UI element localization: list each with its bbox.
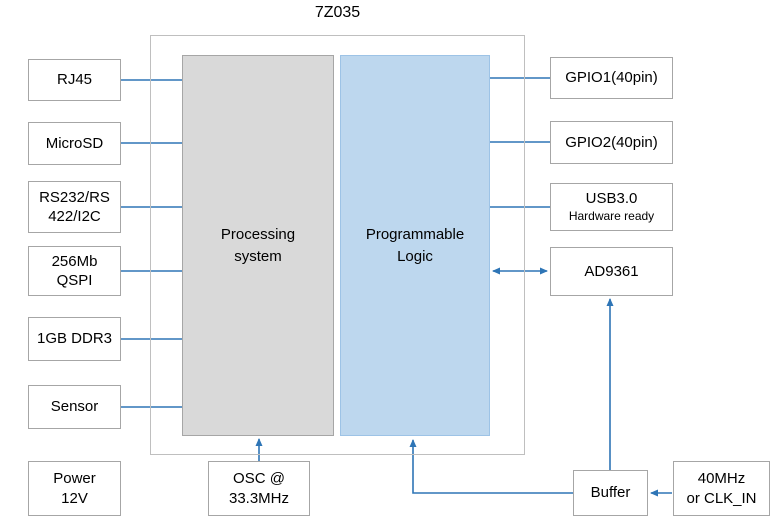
box-qspi-label: QSPI — [56, 272, 93, 289]
chip-outline — [150, 35, 525, 455]
box-ad9361: AD9361 — [550, 247, 673, 296]
box-buffer-label: Buffer — [590, 484, 631, 502]
box-buffer: Buffer — [573, 470, 648, 516]
box-usb3-sublabel: Hardware ready — [568, 208, 655, 223]
box-rj45: RJ45 — [28, 59, 121, 101]
box-rs232-label: 422/I2C — [48, 208, 101, 225]
chip-title: 7Z035 — [314, 4, 361, 21]
box-gpio2-label: GPIO2(40pin) — [565, 133, 658, 151]
box-rs232: RS232/RS 422/I2C — [28, 181, 121, 233]
processing-system-block: Processing system — [182, 55, 334, 436]
box-power-label: Power — [53, 470, 96, 487]
box-sensor-label: Sensor — [50, 398, 99, 416]
box-osc-label: OSC @ — [233, 470, 285, 487]
box-ddr3-label: 1GB DDR3 — [36, 330, 113, 348]
box-clk-in: 40MHz or CLK_IN — [673, 461, 770, 516]
box-osc-label: 33.3MHz — [228, 489, 290, 507]
box-gpio2: GPIO2(40pin) — [550, 121, 673, 164]
processing-system-label: system — [234, 247, 282, 265]
box-qspi-label: 256Mb — [51, 252, 98, 270]
box-qspi: 256Mb QSPI — [28, 246, 121, 296]
box-usb3-label: USB3.0 — [585, 190, 638, 208]
box-rs232-label: RS232/RS — [39, 188, 110, 206]
box-power-label: 12V — [61, 489, 88, 507]
programmable-logic-label: Logic — [397, 247, 433, 265]
box-gpio1-label: GPIO1(40pin) — [565, 69, 658, 87]
box-microsd-label: MicroSD — [45, 134, 104, 152]
box-ad9361-label: AD9361 — [584, 262, 639, 280]
box-osc: OSC @ 33.3MHz — [208, 461, 310, 516]
processing-system-label: Processing — [220, 225, 296, 243]
box-sensor: Sensor — [28, 385, 121, 429]
box-gpio1: GPIO1(40pin) — [550, 57, 673, 99]
box-microsd: MicroSD — [28, 122, 121, 165]
box-clk-in-label: or CLK_IN — [686, 489, 757, 507]
programmable-logic-block: Programmable Logic — [340, 55, 490, 436]
box-ddr3: 1GB DDR3 — [28, 317, 121, 361]
box-clk-in-label: 40MHz — [697, 470, 746, 487]
box-usb3: USB3.0 Hardware ready — [550, 183, 673, 231]
box-power: Power 12V — [28, 461, 121, 516]
box-rj45-label: RJ45 — [56, 71, 93, 89]
programmable-logic-label: Programmable — [365, 225, 465, 243]
